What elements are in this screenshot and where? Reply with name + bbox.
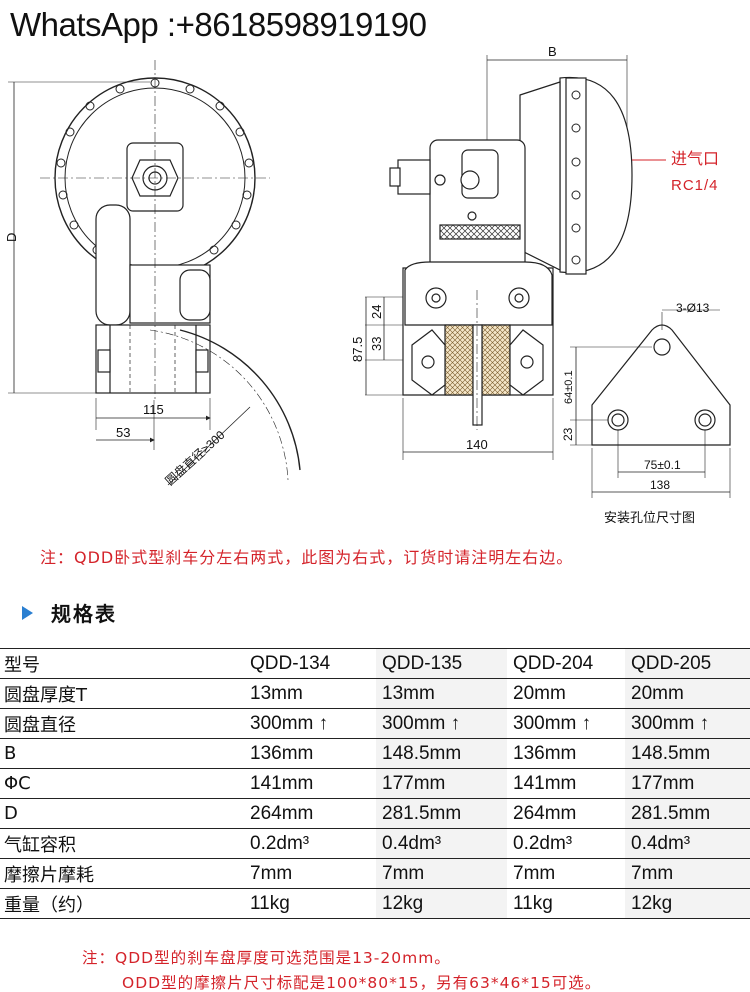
table-row: 圆盘直径 300mm ↑ 300mm ↑ 300mm ↑ 300mm ↑ — [0, 708, 750, 739]
row-label-cell: D — [4, 803, 18, 824]
dim-75-label: 75±0.1 — [644, 458, 681, 472]
dim-B-label: B — [548, 44, 557, 59]
dim-3-13-label: 3-Ø13 — [676, 301, 710, 315]
technical-drawing: D 115 53 圆盘直径≥300 — [4, 44, 731, 526]
value-cell: 148.5mm — [376, 738, 507, 769]
value-cell: 136mm — [513, 742, 577, 764]
row-label-cell: 重量（约） — [4, 894, 94, 916]
whatsapp-contact: WhatsApp :+8618598919190 — [10, 6, 427, 43]
value-cell: QDD-134 — [250, 652, 331, 674]
disc-diameter-label: 圆盘直径≥300 — [162, 427, 228, 488]
hole-layout-view — [570, 309, 731, 498]
spec-table: 型号 QDD-134 QDD-135 QDD-204 QDD-205 圆盘厚度T 13mm 1… — [0, 648, 750, 919]
value-cell: 20mm — [513, 682, 566, 704]
left-view — [8, 60, 301, 486]
pad-size-note: ODD型的摩擦片尺寸标配是100*80*15，另有63*46*15可选。 — [122, 974, 602, 992]
value-cell: 12kg — [376, 888, 507, 919]
inlet-spec: RC1/4 — [671, 177, 719, 194]
dim-140-label: 140 — [466, 437, 488, 452]
disc-thickness-note: 注：QDD型的刹车盘厚度可选范围是13-20mm。 — [82, 949, 451, 967]
value-cell: 300mm ↑ — [250, 712, 329, 734]
value-cell: 0.2dm³ — [250, 832, 310, 854]
value-cell: 264mm — [513, 802, 577, 824]
value-cell: 141mm — [513, 772, 577, 794]
value-cell: 7mm — [250, 862, 293, 884]
dim-53-label: 53 — [116, 425, 130, 440]
row-label-cell: 圆盘直径 — [4, 714, 76, 736]
value-cell: QDD-135 — [376, 648, 507, 679]
value-cell: 177mm — [625, 768, 750, 799]
spec-heading-text: 规格表 — [51, 602, 117, 626]
row-label-cell: ΦC — [4, 773, 31, 794]
value-cell: 300mm ↑ — [513, 712, 592, 734]
value-cell: 281.5mm — [376, 798, 507, 829]
row-label-cell: 型号 — [4, 654, 40, 676]
value-cell: 11kg — [250, 892, 290, 914]
row-label-cell: 摩擦片摩耗 — [4, 864, 94, 886]
dim-64-label: 64±0.1 — [563, 370, 575, 404]
row-label-cell: 气缸容积 — [4, 834, 76, 856]
inlet-label: 进气口 — [671, 149, 719, 168]
triangle-bullet-icon — [22, 605, 33, 620]
value-cell: 13mm — [376, 678, 507, 709]
hole-layout-caption: 安装孔位尺寸图 — [604, 511, 695, 526]
table-row: D 264mm 281.5mm 264mm 281.5mm — [0, 798, 750, 829]
table-row: B 136mm 148.5mm 136mm 148.5mm — [0, 738, 750, 769]
dim-23-label: 23 — [561, 427, 575, 441]
table-row: ΦC 141mm 177mm 141mm 177mm — [0, 768, 750, 799]
row-label-cell: 圆盘厚度T — [4, 684, 87, 706]
orientation-note: 注：QDD卧式型刹车分左右两式，此图为右式，订货时请注明左右边。 — [40, 548, 574, 567]
dim-138-label: 138 — [650, 478, 670, 492]
spec-heading: 规格表 — [22, 598, 117, 627]
value-cell: 7mm — [625, 858, 750, 889]
value-cell: 300mm ↑ — [376, 708, 507, 739]
value-cell: 0.4dm³ — [376, 828, 507, 859]
value-cell: 177mm — [376, 768, 507, 799]
value-cell: 148.5mm — [625, 738, 750, 769]
row-label-cell: B — [4, 743, 17, 764]
table-row: 重量（约） 11kg 12kg 11kg 12kg — [0, 888, 750, 919]
table-row: 气缸容积 0.2dm³ 0.4dm³ 0.2dm³ 0.4dm³ — [0, 828, 750, 859]
dim-D-label: D — [4, 233, 19, 242]
value-cell: 11kg — [513, 892, 553, 914]
dim-87-5-label: 87.5 — [350, 337, 365, 362]
value-cell: 136mm — [250, 742, 314, 764]
value-cell: 7mm — [376, 858, 507, 889]
value-cell: 264mm — [250, 802, 314, 824]
value-cell: 13mm — [250, 682, 303, 704]
value-cell: 300mm ↑ — [625, 708, 750, 739]
middle-view — [365, 55, 666, 460]
value-cell: 0.4dm³ — [625, 828, 750, 859]
value-cell: 7mm — [513, 862, 556, 884]
table-header-row: 型号 QDD-134 QDD-135 QDD-204 QDD-205 — [0, 648, 750, 679]
value-cell: 20mm — [625, 678, 750, 709]
dim-115-label: 115 — [143, 402, 164, 417]
value-cell: QDD-205 — [625, 648, 750, 679]
table-row: 摩擦片摩耗 7mm 7mm 7mm 7mm — [0, 858, 750, 889]
dim-24-label: 24 — [369, 305, 384, 319]
dim-33-label: 33 — [369, 337, 384, 351]
table-row: 圆盘厚度T 13mm 13mm 20mm 20mm — [0, 678, 750, 709]
value-cell: 12kg — [625, 888, 750, 919]
value-cell: 141mm — [250, 772, 314, 794]
value-cell: QDD-204 — [513, 652, 594, 674]
value-cell: 281.5mm — [625, 798, 750, 829]
value-cell: 0.2dm³ — [513, 832, 573, 854]
